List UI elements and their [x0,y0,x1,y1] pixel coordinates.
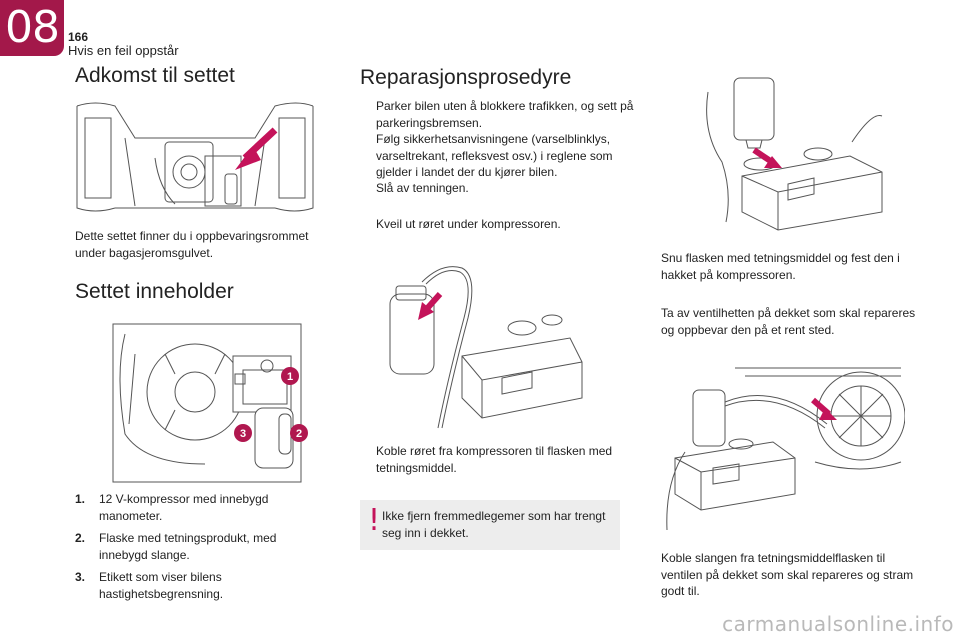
callout-1-label: 1 [287,371,293,383]
chapter-tab: 08 [0,0,64,56]
list-item: 2. Flaske med tetningsprodukt, med inneb… [75,531,277,562]
access-heading: Adkomst til settet [75,64,235,87]
callout-2-label: 2 [296,428,302,440]
section-title: Hvis en feil oppstår [68,43,179,58]
callout-2 [290,424,308,442]
step-connect-hose: Koble røret fra kompressoren til flasken… [376,444,613,475]
trunk-illustration [76,102,314,212]
list-item: 1. 12 V-kompressor med innebygd manomete… [75,492,269,523]
list-item: 3. Etikett som viser bilens hastighetsbe… [75,570,224,601]
tyre-valve-illustration [666,367,905,531]
contents-heading: Settet inneholder [75,280,234,303]
watermark: carmanualsonline.info [722,612,954,636]
warning-box: ! Ikke fjern fremmedlegemer som har tren… [360,500,620,550]
bottle-invert-illustration [706,77,883,231]
kit-contents-list: 1. 12 V-kompressor med innebygd manomete… [75,491,305,608]
exclamation-icon: ! [368,503,381,538]
callout-3-label: 3 [240,428,246,440]
step-invert-bottle: Snu flasken med tetningsmiddel og fest d… [661,251,900,282]
procedure-heading: Reparasjonsprosedyre [360,66,572,89]
callout-3 [234,424,252,442]
access-text: Dette settet finner du i oppbevaringsrom… [75,229,309,260]
step-remove-cap: Ta av ventilhetten på dekket som skal re… [661,306,916,337]
step-park: Parker bilen uten å blokkere trafikken, … [376,99,634,130]
compressor-hose-illustration [389,266,583,429]
step-ignition: Slå av tenningen. [376,181,469,195]
step-connect-valve: Koble slangen fra tetningsmiddelflasken … [661,551,914,598]
chapter-number: 08 [5,2,60,53]
page-number: 166 [68,30,89,44]
callout-1 [281,367,299,385]
kit-illustration: 1 2 3 [112,323,308,483]
step-safety: Følg sikkerhetsanvisningene (varselblink… [376,132,613,179]
step-uncoil: Kveil ut røret under kompressoren. [376,217,561,231]
warning-text: Ikke fjern fremmedlegemer som har trengt… [382,509,606,540]
